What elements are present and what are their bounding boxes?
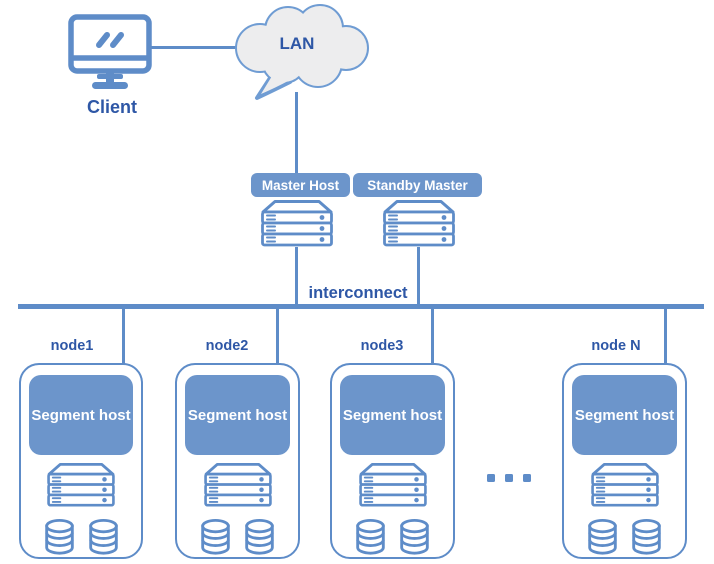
master-interconnect-connector (295, 247, 298, 305)
database-icon (243, 518, 276, 556)
node1-storage (43, 518, 120, 556)
interconnect-label: interconnect (308, 284, 408, 302)
database-icon (354, 518, 387, 556)
node3-server-icon (356, 462, 430, 509)
node-n-connector (664, 308, 667, 366)
node2-server-icon (201, 462, 275, 509)
node3-storage (354, 518, 431, 556)
interconnect-bus-line (18, 304, 704, 309)
node2-connector (276, 308, 279, 366)
node2-storage (199, 518, 276, 556)
node-n-storage (586, 518, 663, 556)
database-icon (630, 518, 663, 556)
client-label: Client (86, 97, 137, 117)
node1-server-icon (44, 462, 118, 509)
standby-interconnect-connector (417, 247, 420, 305)
master-host-label: Master Host (251, 173, 350, 197)
node3-connector (431, 308, 434, 366)
node1-box: Segment host (19, 363, 143, 559)
database-icon (199, 518, 232, 556)
standby-master-label: Standby Master (353, 173, 482, 197)
database-icon (43, 518, 76, 556)
node2-box: Segment host (175, 363, 300, 559)
lan-label: LAN (279, 34, 315, 53)
client-monitor-icon (68, 14, 152, 89)
node1-connector (122, 308, 125, 366)
lan-cloud-icon (235, 4, 369, 100)
node2-segment-host: Segment host (185, 375, 290, 455)
node1-segment-host: Segment host (29, 375, 133, 455)
node-n-segment-host: Segment host (572, 375, 677, 455)
node-n-server-icon (588, 462, 662, 509)
node3-segment-host: Segment host (340, 375, 445, 455)
client-lan-connector (150, 46, 238, 49)
lan-master-connector (295, 92, 298, 175)
node3-label: node3 (360, 338, 404, 354)
database-icon (87, 518, 120, 556)
master-server-icon (258, 199, 336, 249)
ellipsis-dot (505, 474, 513, 482)
node-n-label: node N (591, 338, 641, 354)
ellipsis-dot (487, 474, 495, 482)
database-icon (586, 518, 619, 556)
standby-server-icon (380, 199, 458, 249)
node3-box: Segment host (330, 363, 455, 559)
node1-label: node1 (50, 338, 94, 354)
database-icon (398, 518, 431, 556)
node2-label: node2 (205, 338, 249, 354)
ellipsis-dot (523, 474, 531, 482)
node-n-box: Segment host (562, 363, 687, 559)
